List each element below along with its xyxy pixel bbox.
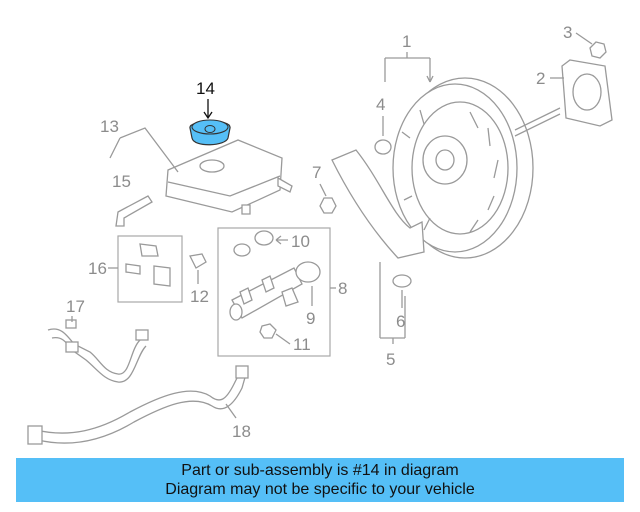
nut-11 — [259, 323, 277, 339]
callout-16: 16 — [88, 259, 107, 278]
heat-shield — [331, 149, 425, 259]
seal-10 — [254, 230, 274, 246]
o-ring-9 — [295, 261, 321, 283]
sensor-group-box — [117, 235, 183, 303]
vacuum-hose-18 — [35, 371, 241, 434]
bolt-12 — [189, 253, 207, 269]
plug-6 — [392, 274, 412, 288]
info-banner: Part or sub-assembly is #14 in diagram D… — [16, 458, 624, 502]
callout-1: 1 — [402, 32, 411, 51]
master-cylinder — [229, 267, 303, 321]
callout-2: 2 — [536, 69, 545, 88]
brake-fluid-reservoir — [165, 139, 293, 215]
callout-12: 12 — [190, 287, 209, 306]
parts-diagram: 1 2 3 4 5 6 7 14 13 15 16 12 — [27, 23, 613, 445]
callout-6: 6 — [396, 312, 405, 331]
callout-17: 17 — [66, 297, 85, 316]
wire-harness-17 — [47, 328, 147, 375]
callout-10: 10 — [291, 232, 310, 251]
callout-15: 15 — [112, 172, 131, 191]
callout-8: 8 — [338, 279, 347, 298]
callout-11: 11 — [293, 335, 311, 354]
callout-9: 9 — [306, 309, 315, 328]
callout-4: 4 — [376, 95, 385, 114]
leader-1 — [384, 52, 431, 82]
pin-15 — [115, 195, 153, 227]
banner-line-2: Diagram may not be specific to your vehi… — [165, 481, 475, 498]
grommet-4 — [374, 139, 392, 155]
callout-7: 7 — [312, 163, 321, 182]
callout-5: 5 — [386, 350, 395, 369]
callout-18: 18 — [232, 422, 251, 441]
banner-line-1: Part or sub-assembly is #14 in diagram — [181, 462, 459, 479]
callout-3: 3 — [563, 23, 572, 42]
nut-7 — [319, 197, 337, 214]
nut-3 — [589, 41, 607, 59]
callout-13: 13 — [100, 117, 119, 136]
callout-14: 14 — [196, 79, 215, 98]
master-cylinder-box — [217, 227, 331, 357]
brake-booster — [392, 77, 561, 259]
